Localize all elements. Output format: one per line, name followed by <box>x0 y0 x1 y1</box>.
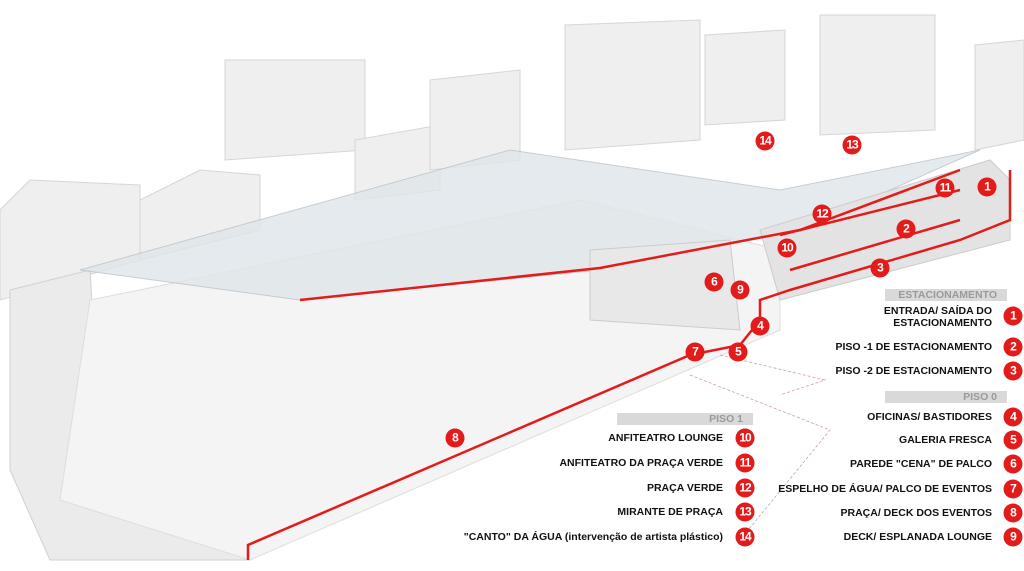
legend-label-2: PISO -1 DE ESTACIONAMENTO <box>835 341 992 353</box>
legend-label-5: GALERIA FRESCA <box>899 434 992 446</box>
section-cut-line <box>246 168 1012 560</box>
marker-10: 10 <box>777 238 797 258</box>
marker-13: 13 <box>842 135 862 155</box>
marker-6: 6 <box>704 272 724 292</box>
legend-marker-4: 4 <box>1003 407 1023 427</box>
legend-label-9: DECK/ ESPLANADA LOUNGE <box>843 531 992 543</box>
legend-label-12: PRAÇA VERDE <box>646 482 723 494</box>
marker-14: 14 <box>755 131 775 151</box>
legend-marker-11: 11 <box>735 453 755 473</box>
legend-label-11: ANFITEATRO DA PRAÇA VERDE <box>559 457 723 469</box>
legend-label-10: ANFITEATRO LOUNGE <box>608 432 723 444</box>
legend-marker-7: 7 <box>1003 479 1023 499</box>
legend-label-14: "CANTO" DA ÁGUA (intervenção de artista … <box>463 531 723 543</box>
marker-4: 4 <box>750 316 770 336</box>
legend-header-piso0: PISO 0 <box>885 391 1007 403</box>
dashed-outline <box>689 354 831 541</box>
marker-7: 7 <box>685 342 705 362</box>
legend-marker-9: 9 <box>1003 527 1023 547</box>
marker-3: 3 <box>870 258 890 278</box>
legend-marker-3: 3 <box>1003 361 1023 381</box>
legend-header-piso1: PISO 1 <box>617 413 753 425</box>
legend-marker-12: 12 <box>735 478 755 498</box>
legend-label-8: PRAÇA/ DECK DOS EVENTOS <box>840 507 993 519</box>
legend-label-7: ESPELHO DE ÁGUA/ PALCO DE EVENTOS <box>778 483 992 495</box>
legend-header-estacionamento: ESTACIONAMENTO <box>885 289 1007 301</box>
marker-5: 5 <box>728 342 748 362</box>
legend-label-6: PAREDE "CENA" DE PALCO <box>850 458 992 470</box>
legend-label-13: MIRANTE DE PRAÇA <box>617 506 723 518</box>
legend-marker-8: 8 <box>1003 503 1023 523</box>
legend-label-4: OFICINAS/ BASTIDORES <box>867 411 992 423</box>
legend-label-1a: ENTRADA/ SAÍDA DO <box>883 305 992 317</box>
marker-1: 1 <box>977 177 997 197</box>
marker-12: 12 <box>812 204 832 224</box>
legend-marker-14: 14 <box>735 527 755 547</box>
marker-9: 9 <box>730 280 750 300</box>
legend-marker-10: 10 <box>735 428 755 448</box>
legend-label-1b: ESTACIONAMENTO <box>893 317 992 329</box>
legend-marker-2: 2 <box>1003 337 1023 357</box>
legend-marker-1: 1 <box>1003 306 1023 326</box>
legend-marker-6: 6 <box>1003 454 1023 474</box>
legend-marker-5: 5 <box>1003 430 1023 450</box>
marker-11: 11 <box>935 178 955 198</box>
marker-8: 8 <box>445 428 465 448</box>
legend-marker-13: 13 <box>735 502 755 522</box>
marker-2: 2 <box>896 219 916 239</box>
legend-label-3: PISO -2 DE ESTACIONAMENTO <box>835 365 992 377</box>
